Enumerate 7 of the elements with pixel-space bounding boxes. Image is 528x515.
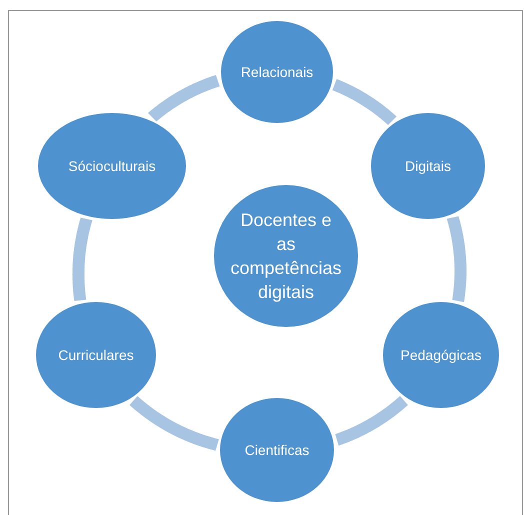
topic-label: Pedagógicas (400, 346, 482, 364)
topic-label: Relacionais (240, 63, 314, 81)
topic-label: Sócioculturais (68, 157, 156, 175)
central-title: Docentes e as competências digitais (229, 209, 343, 304)
topic-label: Cientificas (244, 441, 310, 459)
topic-label: Digitais (405, 157, 451, 175)
topic-label: Curriculares (58, 346, 134, 364)
